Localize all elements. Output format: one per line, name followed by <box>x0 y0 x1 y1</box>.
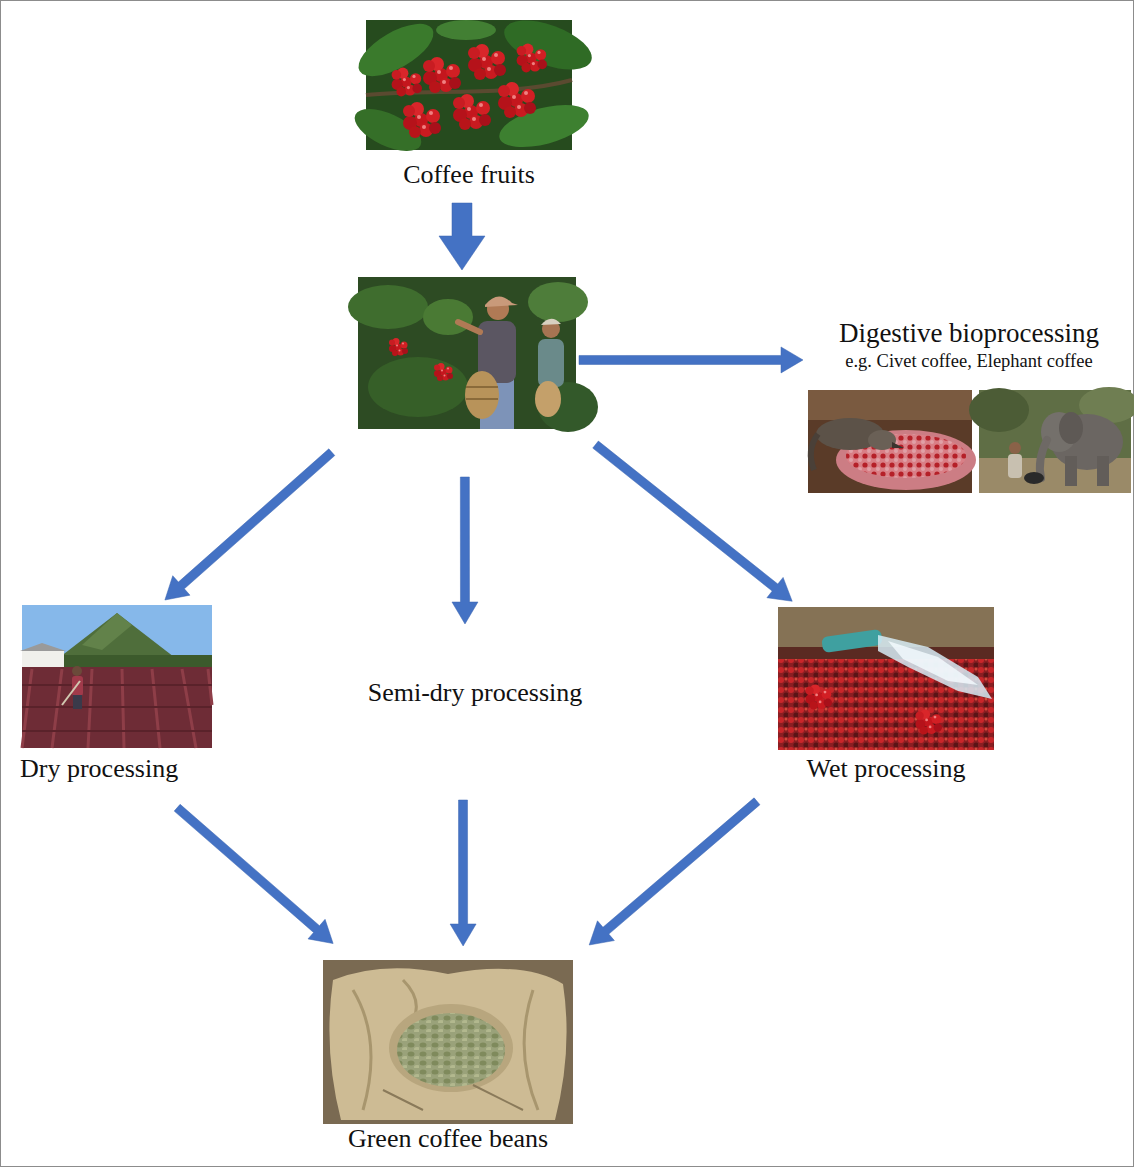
dry-processing-photo-part <box>22 685 212 731</box>
green-bean-sack-photo-part <box>329 968 566 1120</box>
bioprocessing-node: Digestive bioprocessinge.g. Civet coffee… <box>806 318 1132 495</box>
harvest-photo-part <box>465 371 499 419</box>
coffee-fruit-photo <box>349 10 598 159</box>
harvest-photo-part <box>389 338 408 356</box>
elephant-photo-part <box>1024 472 1044 484</box>
harvest-photo-part <box>434 363 453 381</box>
civet-photo-part <box>892 442 904 448</box>
semi-dry-process-node: Semi-dry processing <box>350 630 600 792</box>
wet-processing-photo-part <box>778 607 994 750</box>
dry-processing-photo-part <box>72 666 82 676</box>
dry-processing-photo-part <box>62 681 80 705</box>
wet-processing-photo-part <box>915 709 942 734</box>
harvest-photo-part <box>535 381 561 417</box>
dry-processing-photo-part <box>20 643 66 651</box>
flow-arrow <box>174 804 333 943</box>
coffee-fruit-photo-part <box>423 57 461 93</box>
green-bean-sack-photo-part <box>383 1085 523 1110</box>
dry-processing-photo-part <box>72 676 83 696</box>
elephant-photo-part <box>1008 454 1022 478</box>
dry-processing-photo-part <box>22 669 212 748</box>
node-subcaption: e.g. Civet coffee, Elephant coffee <box>845 351 1092 372</box>
harvest-photo-part <box>368 357 468 417</box>
wet-processing-photo-part <box>821 629 883 653</box>
elephant-photo <box>969 387 1134 493</box>
harvest-photo-part <box>348 285 428 329</box>
dry-processing-photo <box>20 605 212 748</box>
flow-arrow <box>165 449 335 600</box>
elephant-photo-part <box>1040 440 1047 478</box>
node-caption: Semi-dry processing <box>368 678 582 708</box>
node-caption: Dry processing <box>20 754 178 784</box>
coffee-fruit-photo-part <box>392 68 422 97</box>
coffee-fruit-photo-part <box>517 44 547 73</box>
green-bean-sack-photo-part <box>389 1004 513 1092</box>
civet-photo-part <box>811 434 818 470</box>
flow-arrow <box>452 477 478 624</box>
node-caption: Green coffee beans <box>348 1124 548 1154</box>
elephant-photo-part <box>1059 412 1083 444</box>
green-bean-sack-photo-part <box>353 980 538 1110</box>
green-bean-node: Green coffee beans <box>322 958 574 1162</box>
wet-process-node: Wet processing <box>776 605 996 785</box>
dry-process-node: Dry processing <box>20 604 215 788</box>
harvest-photo <box>348 277 598 432</box>
flow-arrow <box>439 203 485 270</box>
civet-photo-part <box>808 390 972 420</box>
coffee-fruit-photo-part <box>453 94 491 130</box>
green-bean-sack-photo-part <box>397 1013 505 1087</box>
coffee-fruit-photo-part <box>403 102 441 138</box>
fruit-photo-node: Coffee fruits <box>366 20 572 195</box>
harvest-photo-part <box>538 339 564 387</box>
harvest-photo-part <box>541 319 561 325</box>
coffee-fruit-photo-part <box>436 20 496 40</box>
elephant-photo-part <box>1065 456 1077 486</box>
flow-arrow <box>593 441 792 601</box>
elephant-photo-part <box>1097 456 1109 486</box>
flow-arrow <box>450 800 476 946</box>
green-bean-sack-photo <box>323 960 573 1124</box>
elephant-photo-part <box>969 388 1029 432</box>
wet-processing-photo <box>778 607 994 750</box>
wet-processing-photo-part <box>805 684 832 709</box>
dry-processing-photo-part <box>73 695 82 709</box>
wet-processing-photo-part <box>888 641 978 685</box>
coffee-fruit-photo-part <box>498 82 536 118</box>
flow-arrow <box>589 798 760 945</box>
dry-processing-photo-part <box>82 613 132 650</box>
civet-photo <box>808 390 976 493</box>
harvest-photo-part <box>485 296 518 307</box>
node-caption: Coffee fruits <box>403 160 535 190</box>
harvest-photo-node <box>358 277 576 429</box>
coffee-fruit-photo-part <box>498 10 598 79</box>
wet-processing-photo-part <box>878 635 992 699</box>
node-caption: Wet processing <box>807 754 966 784</box>
harvest-photo-part <box>528 282 588 322</box>
green-bean-sack-photo-part <box>323 960 573 1124</box>
elephant-photo-part <box>1009 442 1021 454</box>
flow-arrow <box>579 347 803 373</box>
dry-processing-photo-part <box>22 667 212 748</box>
coffee-fruit-photo-part <box>468 44 506 80</box>
harvest-photo-part <box>458 322 480 332</box>
dry-processing-photo-part <box>22 605 212 748</box>
civet-photo-part <box>868 430 896 450</box>
harvest-photo-part <box>423 299 473 335</box>
node-caption: Digestive bioprocessing <box>839 318 1099 349</box>
harvest-photo-part <box>466 387 498 399</box>
